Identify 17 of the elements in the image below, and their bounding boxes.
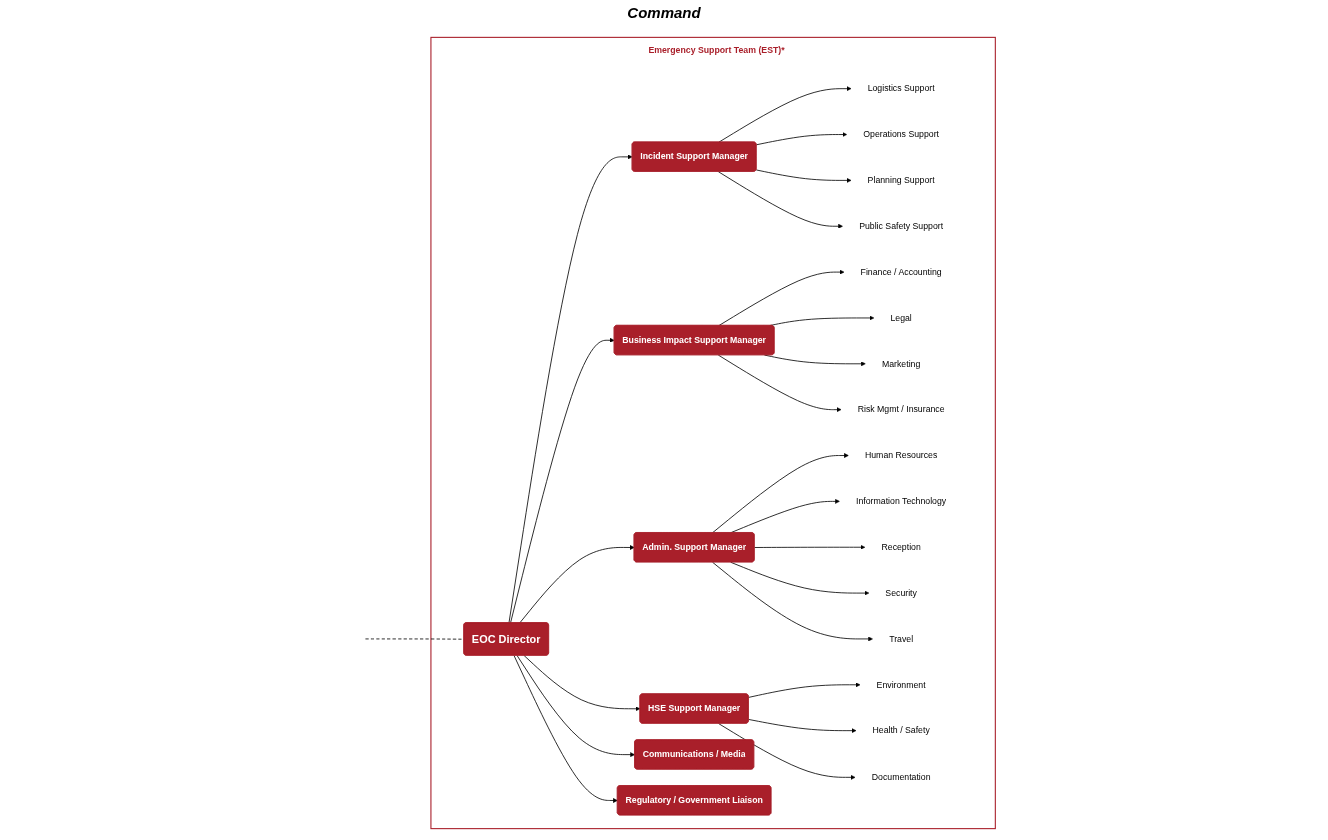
node-text: Environment xyxy=(876,679,926,689)
node-text: Marketing xyxy=(881,358,921,368)
node-text: Human Resources xyxy=(864,450,938,460)
node-text: Risk Mgmt / Insurance xyxy=(857,404,945,414)
node-text: Finance / Accounting xyxy=(860,266,942,276)
node-text: Public Safety Support xyxy=(859,220,944,231)
node-text: Reception xyxy=(881,541,921,552)
node-text: Information Technology xyxy=(856,495,947,506)
node-text: Travel xyxy=(889,633,914,643)
node-text: Documentation xyxy=(871,771,931,782)
note-text: Command xyxy=(627,4,701,21)
node-text: Operations Support xyxy=(863,129,939,139)
node-text: Logistics Support xyxy=(867,83,935,93)
node-text: Security xyxy=(885,587,917,597)
node-text: Planning Support xyxy=(867,174,935,185)
node-text: Health / Safety xyxy=(872,725,930,735)
node-text: Legal xyxy=(890,312,912,322)
